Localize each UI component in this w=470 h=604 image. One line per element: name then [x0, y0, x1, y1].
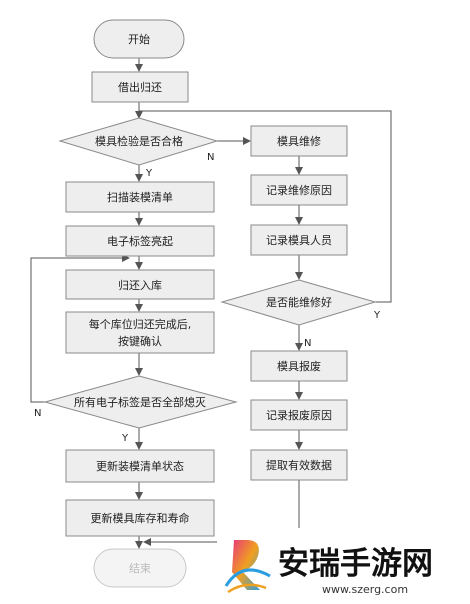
- node-rec-scrap: 记录报废原因: [250, 399, 348, 431]
- watermark-url: www.szerg.com: [322, 583, 408, 596]
- node-end-label: 结束: [129, 562, 151, 575]
- node-borrow-return: 借出归还: [91, 71, 189, 103]
- node-scan: 扫描装模清单: [65, 181, 215, 213]
- node-end: 结束: [93, 548, 187, 588]
- label-repair-yes: Y: [373, 310, 381, 321]
- node-update-life-label: 更新模具库存和寿命: [91, 511, 190, 525]
- node-rec-staff-label: 记录模具人员: [266, 234, 332, 247]
- watermark: 安瑞手游网 www.szerg.com: [217, 528, 470, 600]
- node-repair-ok-label: 是否能维修好: [266, 295, 332, 309]
- label-inspect-no: N: [207, 152, 214, 163]
- node-repair: 模具维修: [250, 125, 348, 157]
- node-scrap-label: 模具报废: [277, 359, 321, 373]
- node-all-off-decision: 所有电子标签是否全部熄灭: [43, 375, 238, 429]
- node-confirm: 每个库位归还完成后, 按键确认: [65, 311, 215, 354]
- node-return-store: 归还入库: [65, 269, 215, 300]
- label-alloff-no: N: [34, 408, 41, 419]
- node-update-list: 更新装模清单状态: [65, 449, 215, 483]
- node-update-life: 更新模具库存和寿命: [65, 499, 215, 537]
- node-extract: 提取有效数据: [250, 449, 348, 481]
- node-tag-light: 电子标签亮起: [65, 225, 215, 257]
- watermark-logo-icon: [224, 540, 271, 594]
- node-scan-label: 扫描装模清单: [107, 190, 173, 204]
- node-borrow-return-label: 借出归还: [118, 80, 162, 94]
- node-inspect-decision: 模具检验是否合格: [58, 117, 219, 166]
- node-inspect-label: 模具检验是否合格: [95, 134, 183, 148]
- node-start: 开始: [93, 19, 185, 59]
- node-rec-scrap-label: 记录报废原因: [266, 408, 332, 422]
- label-inspect-yes: Y: [145, 168, 153, 179]
- node-repair-label: 模具维修: [277, 134, 321, 148]
- edge-repair-yes-loop: [139, 110, 392, 303]
- node-rec-reason-label: 记录维修原因: [266, 183, 332, 197]
- label-alloff-yes: Y: [121, 433, 129, 444]
- edge-labels: Y N Y N Y N: [34, 152, 381, 444]
- node-repair-ok-decision: 是否能维修好: [220, 279, 377, 326]
- node-scrap: 模具报废: [250, 350, 348, 382]
- node-start-label: 开始: [128, 32, 150, 46]
- node-return-store-label: 归还入库: [118, 278, 162, 292]
- node-rec-staff: 记录模具人员: [250, 224, 348, 256]
- watermark-text: 安瑞手游网: [278, 546, 433, 582]
- node-confirm-line2: 按键确认: [118, 334, 162, 348]
- node-rec-reason: 记录维修原因: [250, 174, 348, 206]
- node-update-list-label: 更新装模清单状态: [96, 459, 184, 473]
- node-confirm-line1: 每个库位归还完成后,: [89, 317, 192, 331]
- node-extract-label: 提取有效数据: [266, 458, 332, 472]
- label-repair-no: N: [304, 338, 311, 349]
- node-tag-light-label: 电子标签亮起: [107, 234, 173, 248]
- node-all-off-label: 所有电子标签是否全部熄灭: [74, 395, 206, 409]
